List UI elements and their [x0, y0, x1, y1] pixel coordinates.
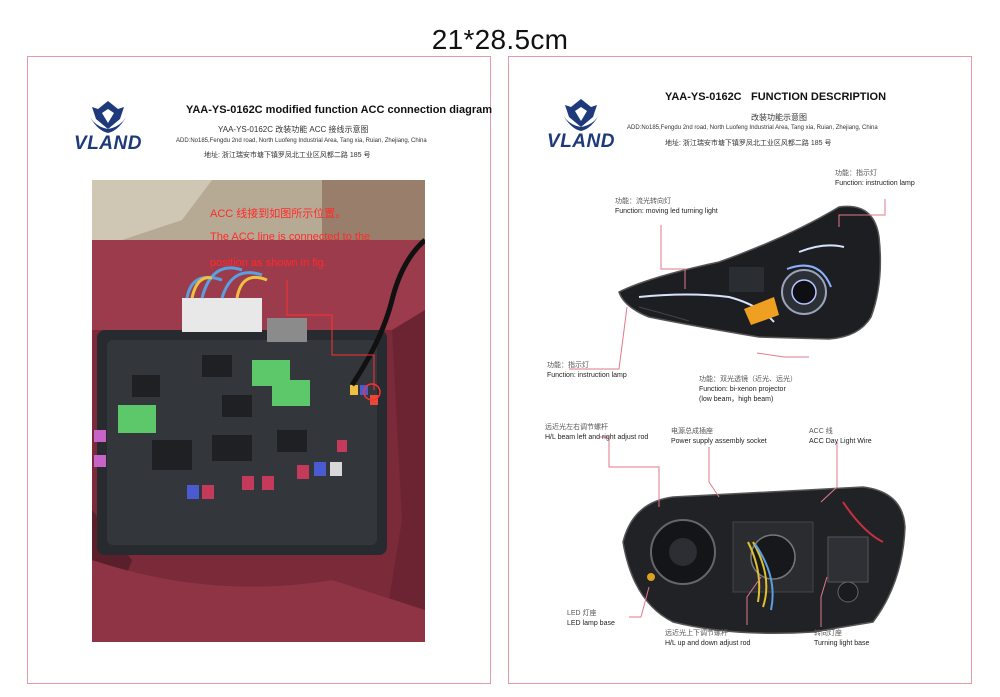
headlamp-rear-view [613, 482, 913, 642]
callout-hl-left-right-rod: 远近光左右调节螺杆 H/L beam left and right adjust… [545, 424, 649, 441]
callout-moving-turning-light: 功能：流光转向灯 Function: moving led turning li… [615, 198, 718, 215]
function-description-sheet: VLAND YAA-YS-0162C FUNCTION DESCRIPTION … [508, 56, 972, 684]
callout-instruction-lamp-top: 功能：指示灯 Function: instruction lamp [835, 170, 915, 187]
acc-diagram-sheet: VLAND YAA-YS-0162C modified function ACC… [27, 56, 493, 684]
function-subtitle: 改装功能示意图 [751, 113, 807, 122]
headlamp-front-view [609, 197, 889, 367]
callout-bi-xenon-projector: 功能：双光透镜（近光、远光） Function: bi-xenon projec… [699, 376, 797, 403]
address-cn: 地址: 浙江瑞安市塘下镇罗凤北工业区风都二路 185 号 [665, 140, 832, 147]
address-en: ADD:No185,Fengdu 2nd road, North Luofeng… [627, 125, 878, 131]
diagram-title: YAA-YS-0162C modified function ACC conne… [186, 104, 493, 116]
brand-name: VLAND [74, 133, 142, 154]
callout-leaders [569, 199, 886, 627]
function-title: FUNCTION DESCRIPTION [751, 91, 887, 103]
callout-led-lamp-base: LED 灯座 LED lamp base [567, 610, 615, 627]
callout-hl-up-down-rod: 远近光上下调节螺杆 H/L up and down adjust rod [665, 630, 751, 647]
vland-logo: VLAND [68, 97, 148, 157]
wolf-emblem-icon [90, 101, 126, 133]
acc-note-en-line1: The ACC line is connected to the [210, 231, 371, 243]
address-cn: 地址: 浙江瑞安市塘下镇罗凤北工业区风都二路 185 号 [204, 152, 371, 159]
acc-note-cn: ACC 线接到如图所示位置。 [210, 208, 347, 220]
callout-turning-light-base: 转向灯座 Turning light base [814, 630, 870, 647]
callout-acc-wire: ACC 线 ACC Day Light Wire [809, 428, 872, 445]
address-en: ADD:No185,Fengdu 2nd road, North Luofeng… [176, 138, 427, 144]
size-label: 21*28.5cm [431, 24, 569, 55]
fuse-box-photo: ACC 线接到如图所示位置。 The ACC line is connected… [92, 180, 425, 642]
callout-instruction-lamp-left: 功能：指示灯 Function: instruction lamp [547, 362, 627, 379]
acc-note-en-line2: position as shown in fig. [210, 257, 327, 269]
brand-name: VLAND [547, 131, 615, 152]
wolf-emblem-icon [563, 99, 599, 131]
product-code: YAA-YS-0162C [665, 91, 742, 103]
vland-logo: VLAND [541, 95, 621, 155]
callout-power-supply-socket: 电源总成插座 Power supply assembly socket [671, 428, 767, 445]
diagram-subtitle: YAA-YS-0162C 改装功能 ACC 接线示意图 [218, 125, 369, 134]
